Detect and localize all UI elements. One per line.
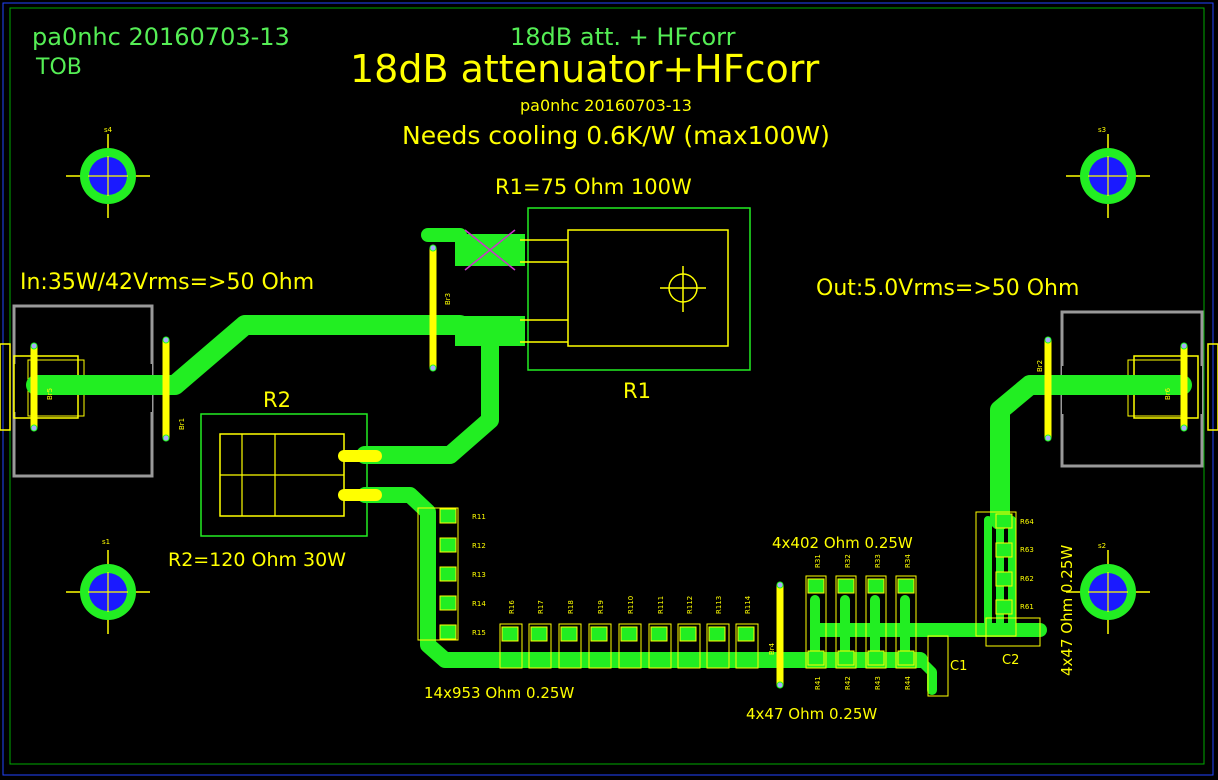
board-title: 18dB attenuator+HFcorr [350, 47, 820, 91]
bridge-br1: Br1 [162, 336, 186, 442]
r47-right-group: R64 R63 R62 R61 [975, 511, 1041, 647]
svg-text:R18: R18 [567, 600, 575, 614]
svg-text:Br3: Br3 [444, 293, 452, 305]
svg-text:R113: R113 [715, 596, 723, 614]
svg-text:R12: R12 [472, 542, 486, 550]
svg-text:R16: R16 [508, 600, 516, 614]
r1-designator: R1 [623, 379, 651, 403]
c1-designator: C1 [950, 659, 967, 674]
svg-text:R31: R31 [814, 554, 822, 568]
svg-text:s1: s1 [102, 538, 110, 546]
r402-label: 4x402 Ohm 0.25W [772, 534, 913, 552]
layer-top-label: pa0nhc 20160703-13 [32, 23, 290, 51]
layer-name: TOB [35, 55, 82, 80]
svg-text:R33: R33 [874, 554, 882, 568]
short-title: 18dB att. + HFcorr [510, 23, 736, 51]
r953-row: R16 R17 R18 R19 R110 R111 R112 R113 R114 [499, 595, 759, 669]
output-label: Out:5.0Vrms=>50 Ohm [816, 276, 1079, 301]
mount-hole-s2: s2 [1066, 542, 1150, 634]
svg-text:Br5: Br5 [46, 388, 54, 400]
svg-text:R112: R112 [686, 596, 694, 614]
r1-footprint [455, 207, 751, 371]
svg-text:Br4: Br4 [768, 642, 776, 655]
svg-text:R14: R14 [472, 600, 486, 608]
r2-value-label: R2=120 Ohm 30W [168, 549, 346, 571]
svg-text:Br2: Br2 [1036, 360, 1044, 372]
svg-text:R43: R43 [874, 676, 882, 690]
svg-text:R62: R62 [1020, 575, 1034, 583]
bridge-br3: Br3 [429, 244, 452, 372]
svg-text:R111: R111 [657, 596, 665, 614]
mount-hole-s4: s4 [66, 126, 150, 218]
svg-text:s4: s4 [104, 126, 113, 134]
svg-text:R63: R63 [1020, 546, 1034, 554]
svg-text:R17: R17 [537, 600, 545, 614]
bridge-br2: Br2 [1036, 336, 1052, 442]
svg-text:R13: R13 [472, 571, 486, 579]
bridge-br4: Br4 [768, 581, 784, 689]
svg-text:R11: R11 [472, 513, 486, 521]
svg-text:R44: R44 [904, 676, 912, 690]
r953-label: 14x953 Ohm 0.25W [424, 684, 574, 702]
svg-text:R114: R114 [744, 595, 752, 614]
cooling-note: Needs cooling 0.6K/W (max100W) [402, 121, 830, 150]
r2-designator: R2 [263, 388, 291, 412]
svg-text:Br1: Br1 [178, 418, 186, 430]
r402-group: R31 R32 R33 R34 R41 R42 R43 R44 [805, 554, 917, 690]
r47-right-label: 4x47 Ohm 0.25W [1058, 545, 1076, 676]
mount-hole-s1: s1 [66, 538, 150, 634]
capacitor-c1 [927, 635, 949, 697]
input-label: In:35W/42Vrms=>50 Ohm [20, 270, 314, 295]
svg-text:Br6: Br6 [1164, 387, 1172, 400]
svg-text:s2: s2 [1098, 542, 1106, 550]
svg-text:R15: R15 [472, 629, 486, 637]
svg-text:R41: R41 [814, 676, 822, 690]
svg-text:R32: R32 [844, 554, 852, 568]
svg-text:R61: R61 [1020, 603, 1034, 611]
svg-text:R42: R42 [844, 676, 852, 690]
board-subtitle: pa0nhc 20160703-13 [520, 96, 692, 115]
bridge-br6: Br6 [1164, 342, 1188, 432]
r47-bottom-label: 4x47 Ohm 0.25W [746, 705, 877, 723]
r1-value-label: R1=75 Ohm 100W [495, 175, 692, 199]
bridge-br5: Br5 [30, 342, 54, 432]
mount-hole-s3: s3 [1066, 126, 1150, 218]
svg-text:R34: R34 [904, 554, 912, 568]
svg-text:R110: R110 [627, 596, 635, 614]
r2-footprint [200, 413, 382, 537]
c2-designator: C2 [1002, 653, 1019, 668]
svg-text:s3: s3 [1098, 126, 1106, 134]
svg-text:R64: R64 [1020, 518, 1034, 526]
copper-traces [26, 228, 1192, 695]
svg-text:R19: R19 [597, 600, 605, 614]
r953-column: R11 R12 R13 R14 R15 [417, 507, 486, 641]
